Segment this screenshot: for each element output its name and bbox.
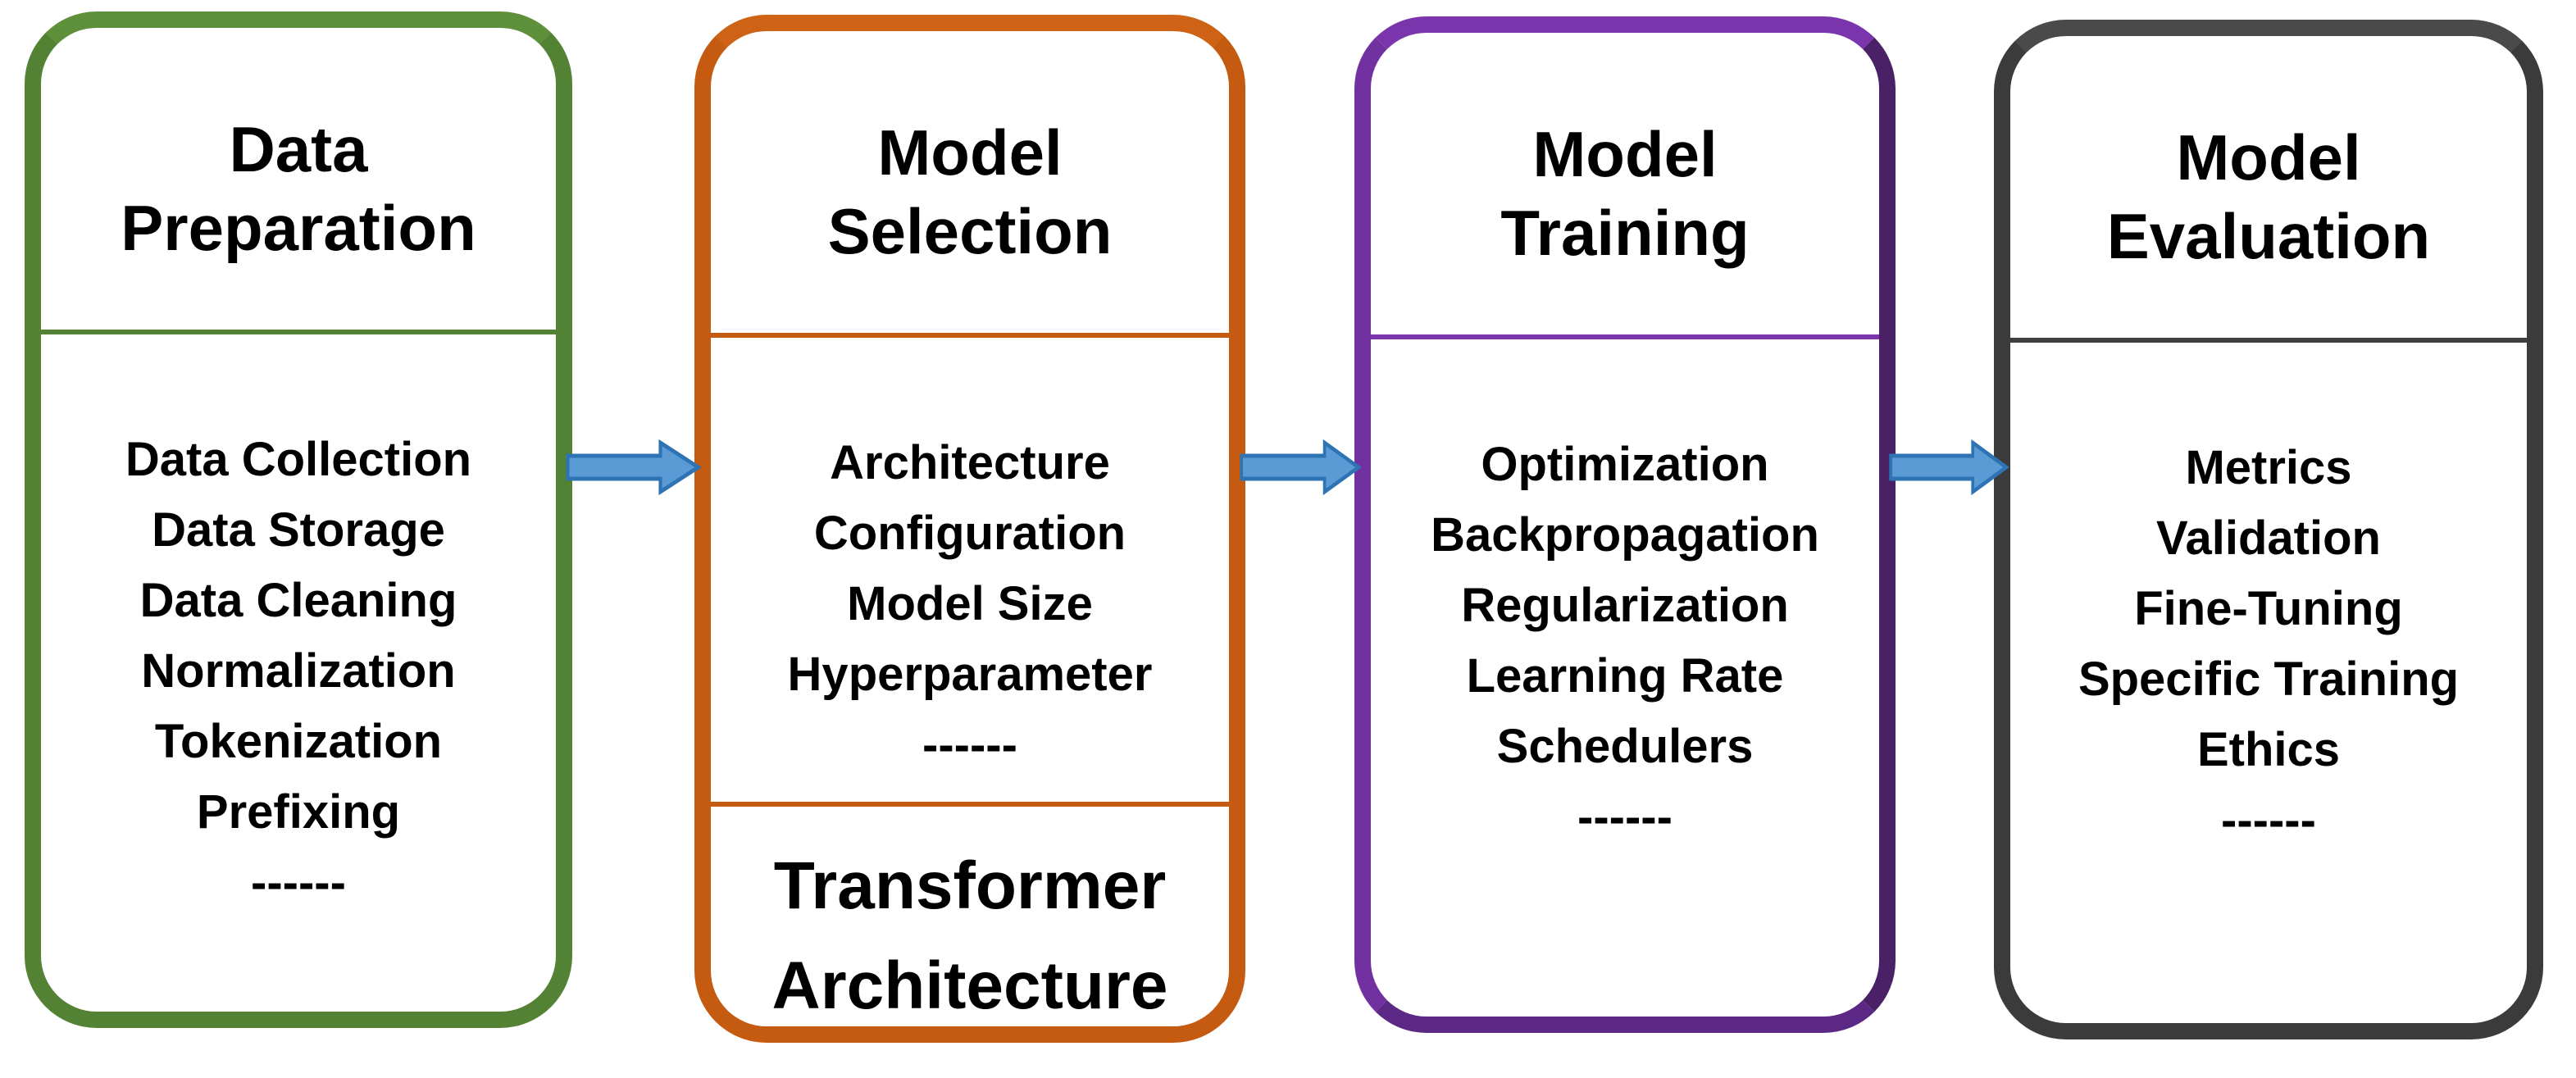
stage-title-line: Selection	[827, 195, 1113, 267]
stage-item: Data Cleaning	[139, 574, 457, 627]
stage-title-line: Evaluation	[2106, 200, 2431, 272]
stage-divider	[1371, 334, 1879, 339]
stage-model-evaluation: Model Evaluation Metrics Validation Fine…	[1994, 20, 2543, 1039]
stage-title-line: Data	[229, 113, 368, 185]
stage-item: Specific Training	[2078, 653, 2460, 706]
stage-title: Model Evaluation	[2010, 36, 2527, 338]
stage-data-preparation: Data Preparation Data Collection Data St…	[25, 11, 572, 1028]
stage-title-line: Preparation	[121, 192, 476, 264]
stage-item: Optimization	[1481, 438, 1769, 491]
stage-item: Metrics	[2185, 441, 2352, 494]
stage-item: Backpropagation	[1431, 508, 1819, 562]
stage-footer-line: Transformer	[773, 848, 1167, 923]
stage-title-line: Model	[2176, 121, 2361, 193]
stage-item: Data Collection	[125, 433, 472, 486]
flow-arrow-right-icon	[1889, 439, 2009, 495]
stage-item-list: Optimization Backpropagation Regularizat…	[1371, 339, 1879, 853]
stage-item: Validation	[2156, 512, 2381, 565]
stage-item: Configuration	[813, 507, 1126, 560]
stage-divider	[41, 330, 556, 334]
stage-title: Model Selection	[711, 31, 1229, 333]
stage-item: Normalization	[141, 644, 456, 698]
stage-item: Learning Rate	[1466, 649, 1784, 703]
stage-title-line: Model	[1532, 118, 1718, 190]
stage-title-line: Training	[1500, 197, 1750, 269]
stage-item: Data Storage	[152, 503, 445, 557]
stage-item: Prefixing	[196, 785, 401, 839]
stage-model-selection: Model Selection Architecture Configurati…	[694, 15, 1245, 1043]
stage-title: Model Training	[1371, 33, 1879, 334]
stage-item-list: Metrics Validation Fine-Tuning Specific …	[2010, 343, 2527, 856]
stage-item: Fine-Tuning	[2134, 582, 2403, 635]
stage-divider	[2010, 338, 2527, 343]
stage-item: Schedulers	[1496, 720, 1754, 773]
stage-divider	[711, 333, 1229, 338]
stage-item: Ethics	[2196, 723, 2341, 776]
stage-divider	[711, 802, 1229, 807]
stage-item-ellipsis: ------	[922, 718, 1017, 771]
stage-item-list: Data Collection Data Storage Data Cleani…	[41, 334, 556, 918]
stage-item: Architecture	[830, 436, 1110, 489]
stage-item-ellipsis: ------	[251, 856, 346, 909]
stage-item: Regularization	[1461, 579, 1789, 632]
stage-item-list: Architecture Configuration Model Size Hy…	[711, 338, 1229, 802]
stage-item-ellipsis: ------	[2221, 794, 2316, 847]
flow-arrow-right-icon	[566, 439, 701, 495]
stage-footer-transformer-architecture: Transformer Architecture	[711, 807, 1229, 1036]
stage-title-line: Model	[877, 116, 1063, 189]
stage-item: Model Size	[847, 577, 1093, 630]
stage-item: Hyperparameter	[787, 648, 1153, 701]
stage-item-ellipsis: ------	[1577, 790, 1673, 844]
stage-footer-line: Architecture	[771, 948, 1168, 1023]
stage-title: Data Preparation	[41, 28, 556, 330]
stage-model-training: Model Training Optimization Backpropagat…	[1354, 16, 1896, 1033]
stage-item: Tokenization	[154, 715, 443, 768]
flow-arrow-right-icon	[1240, 439, 1361, 495]
